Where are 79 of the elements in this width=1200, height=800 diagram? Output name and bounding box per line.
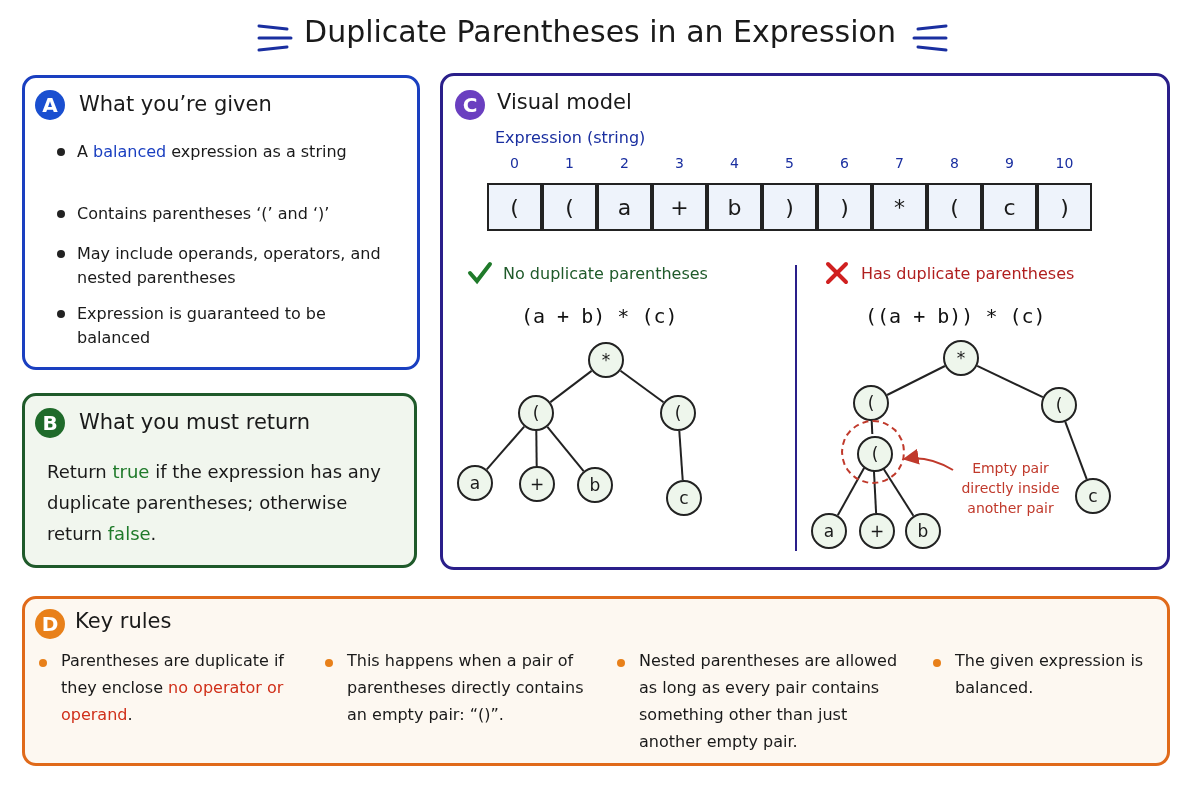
leader-arrow bbox=[902, 449, 954, 471]
dashed-highlight-circle bbox=[841, 420, 905, 484]
callout-text: Empty pair directly inside another pair bbox=[953, 458, 1068, 518]
tree-edge bbox=[872, 469, 878, 514]
rule-text: Nested parentheses are allowed as long as every pair contains something other than just another empty pair. bbox=[639, 650, 899, 753]
tree-node: b bbox=[905, 513, 941, 549]
array-cell: ) bbox=[817, 183, 872, 231]
tree-node: b bbox=[577, 467, 613, 503]
index-number: 1 bbox=[564, 155, 575, 171]
bullet-text: May include operands, operators, and nested parentheses bbox=[77, 243, 382, 289]
section-badge: A bbox=[35, 90, 65, 120]
bullet-text: Expression is guaranteed to be balanced bbox=[77, 303, 327, 349]
tree-edge bbox=[546, 425, 585, 473]
section-heading: What you must return bbox=[79, 410, 310, 434]
index-number: 5 bbox=[784, 155, 795, 171]
index-number: 0 bbox=[509, 155, 520, 171]
section-badge: B bbox=[35, 408, 65, 438]
tree-edge bbox=[836, 466, 866, 517]
panel-card bbox=[22, 596, 1170, 766]
section-heading: Key rules bbox=[75, 609, 172, 633]
section-badge: D bbox=[35, 609, 65, 639]
bullet-text: A balanced expression as a string bbox=[77, 141, 348, 163]
array-cell: ( bbox=[542, 183, 597, 231]
index-number: 7 bbox=[894, 155, 905, 171]
tree-node: c bbox=[666, 480, 702, 516]
array-cell: a bbox=[597, 183, 652, 231]
index-number: 8 bbox=[949, 155, 960, 171]
caption-label: Expression (string) bbox=[495, 128, 646, 147]
tree-edge bbox=[535, 430, 538, 467]
array-cell: ) bbox=[1037, 183, 1092, 231]
expression-text: (a + b) * (c) bbox=[521, 304, 678, 328]
tree-node: c bbox=[1075, 478, 1111, 514]
tree-node: + bbox=[519, 466, 555, 502]
tree-node: ( bbox=[1041, 387, 1077, 423]
tree-edge bbox=[870, 420, 874, 435]
array-cell: + bbox=[652, 183, 707, 231]
tree-edge bbox=[1064, 420, 1088, 481]
tree-edge bbox=[619, 369, 665, 404]
tree-node: ( bbox=[853, 385, 889, 421]
array-cell: ( bbox=[487, 183, 542, 231]
title: Duplicate Parentheses in an Expression bbox=[303, 14, 897, 49]
tree-node: ( bbox=[660, 395, 696, 431]
tree-node: ( bbox=[518, 395, 554, 431]
tree-node: ( bbox=[857, 436, 893, 472]
bullet-text: Contains parentheses ‘(’ and ‘)’ bbox=[77, 203, 331, 225]
panel-card bbox=[22, 393, 417, 568]
index-number: 6 bbox=[839, 155, 850, 171]
tree-node: * bbox=[943, 340, 979, 376]
status-label: Has duplicate parentheses bbox=[861, 264, 1075, 283]
section-heading: Visual model bbox=[497, 90, 632, 114]
tree-edge bbox=[886, 365, 946, 396]
tree-edge bbox=[678, 430, 684, 481]
tree-edge bbox=[485, 425, 526, 471]
index-number: 3 bbox=[674, 155, 685, 171]
index-number: 9 bbox=[1004, 155, 1015, 171]
array-cell: c bbox=[982, 183, 1037, 231]
rule-text: This happens when a pair of parentheses directly contains an empty pair: “()”. bbox=[347, 650, 585, 726]
index-number: 2 bbox=[619, 155, 630, 171]
panel-card bbox=[440, 73, 1170, 570]
array-cell: ( bbox=[927, 183, 982, 231]
panel-card bbox=[22, 75, 420, 370]
index-number: 4 bbox=[729, 155, 740, 171]
tree-node: + bbox=[859, 513, 895, 549]
array-cell: * bbox=[872, 183, 927, 231]
tree-edge bbox=[976, 364, 1044, 399]
section-heading: What you’re given bbox=[79, 92, 272, 116]
tree-node: a bbox=[457, 465, 493, 501]
rule-text: The given expression is balanced. bbox=[955, 650, 1145, 699]
section-badge: C bbox=[455, 90, 485, 120]
rule-text: Parentheses are duplicate if they enclose no operator or operand. bbox=[61, 650, 286, 726]
status-label: No duplicate parentheses bbox=[503, 264, 708, 283]
array-cell: b bbox=[707, 183, 762, 231]
body-text: Return true if the expression has any duplicate parentheses; otherwise return false. bbox=[47, 460, 382, 546]
expression-text: ((a + b)) * (c) bbox=[865, 304, 1046, 328]
index-number: 10 bbox=[1054, 155, 1075, 171]
array-cell: ) bbox=[762, 183, 817, 231]
tree-node: a bbox=[811, 513, 847, 549]
tree-edge bbox=[549, 369, 593, 404]
tree-node: * bbox=[588, 342, 624, 378]
